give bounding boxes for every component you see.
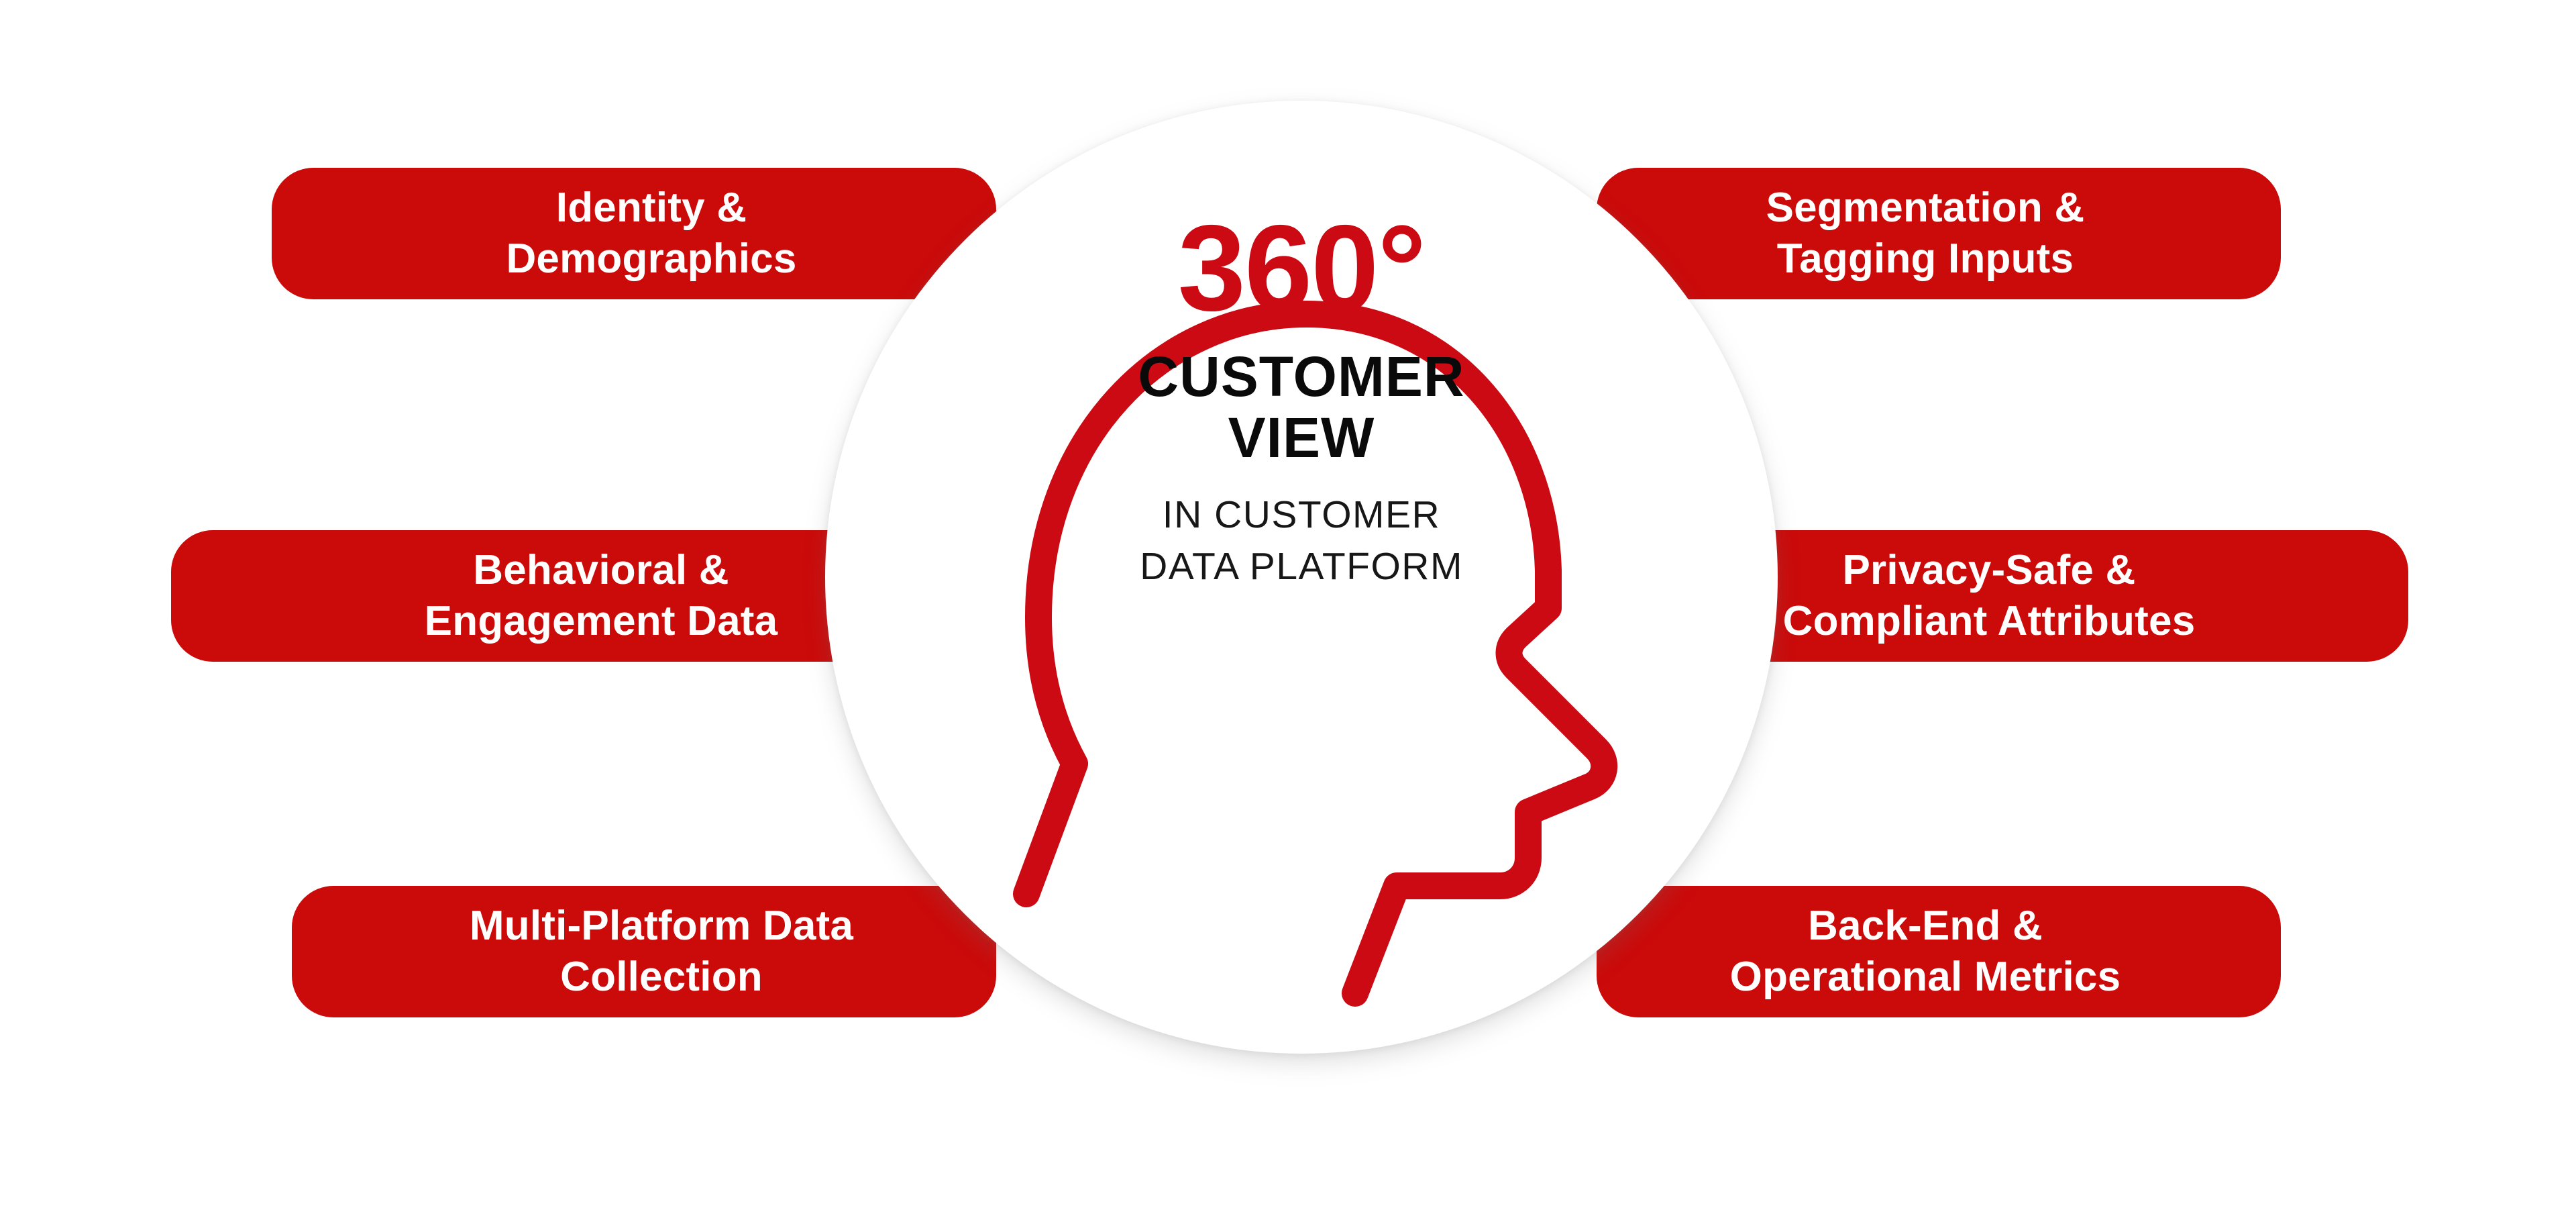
center-subtitle-line-1: IN CUSTOMER — [1162, 493, 1441, 537]
pill-line-2: Engagement Data — [424, 598, 778, 644]
head-face-profile-path — [1025, 301, 1618, 1007]
pill-label: Multi-Platform Data Collection — [452, 901, 853, 1002]
center-subtitle-line-2: DATA PLATFORM — [1140, 544, 1463, 588]
pill-line-1: Behavioral & — [473, 547, 729, 594]
pill-line-2: Tagging Inputs — [1776, 236, 2074, 282]
center-title-line-1: CUSTOMER — [1138, 345, 1465, 408]
pill-line-1: Multi-Platform Data — [469, 903, 854, 950]
pill-line-2: Demographics — [506, 236, 797, 282]
pill-label: Back-End & Operational Metrics — [1730, 901, 2135, 1002]
pill-line-1: Back-End & — [1808, 903, 2043, 950]
pill-line-2: Collection — [560, 954, 763, 1000]
pill-label: Identity & Demographics — [488, 183, 796, 284]
pill-backend-operational[interactable]: Back-End & Operational Metrics — [1597, 886, 2281, 1017]
head-neck-left-path — [1013, 604, 1088, 907]
center-metric-360: 360° — [1177, 199, 1426, 336]
pill-behavioral-engagement[interactable]: Behavioral & Engagement Data — [171, 530, 996, 662]
pill-line-1: Segmentation & — [1766, 185, 2085, 232]
pill-identity-demographics[interactable]: Identity & Demographics — [272, 168, 996, 299]
center-title-line-2: VIEW — [1228, 405, 1375, 469]
pill-line-2: Compliant Attributes — [1782, 598, 2196, 644]
pill-label: Segmentation & Tagging Inputs — [1766, 183, 2098, 284]
pill-label: Privacy-Safe & Compliant Attributes — [1783, 545, 2209, 646]
pill-line-1: Privacy-Safe & — [1842, 547, 2136, 594]
pill-line-1: Identity & — [555, 185, 747, 232]
pill-multi-platform-collection[interactable]: Multi-Platform Data Collection — [292, 886, 996, 1017]
pill-label: Behavioral & Engagement Data — [407, 545, 777, 646]
pill-privacy-safe-compliant[interactable]: Privacy-Safe & Compliant Attributes — [1597, 530, 2408, 662]
pill-segmentation-tagging[interactable]: Segmentation & Tagging Inputs — [1597, 168, 2281, 299]
pill-line-2: Operational Metrics — [1729, 954, 2121, 1000]
